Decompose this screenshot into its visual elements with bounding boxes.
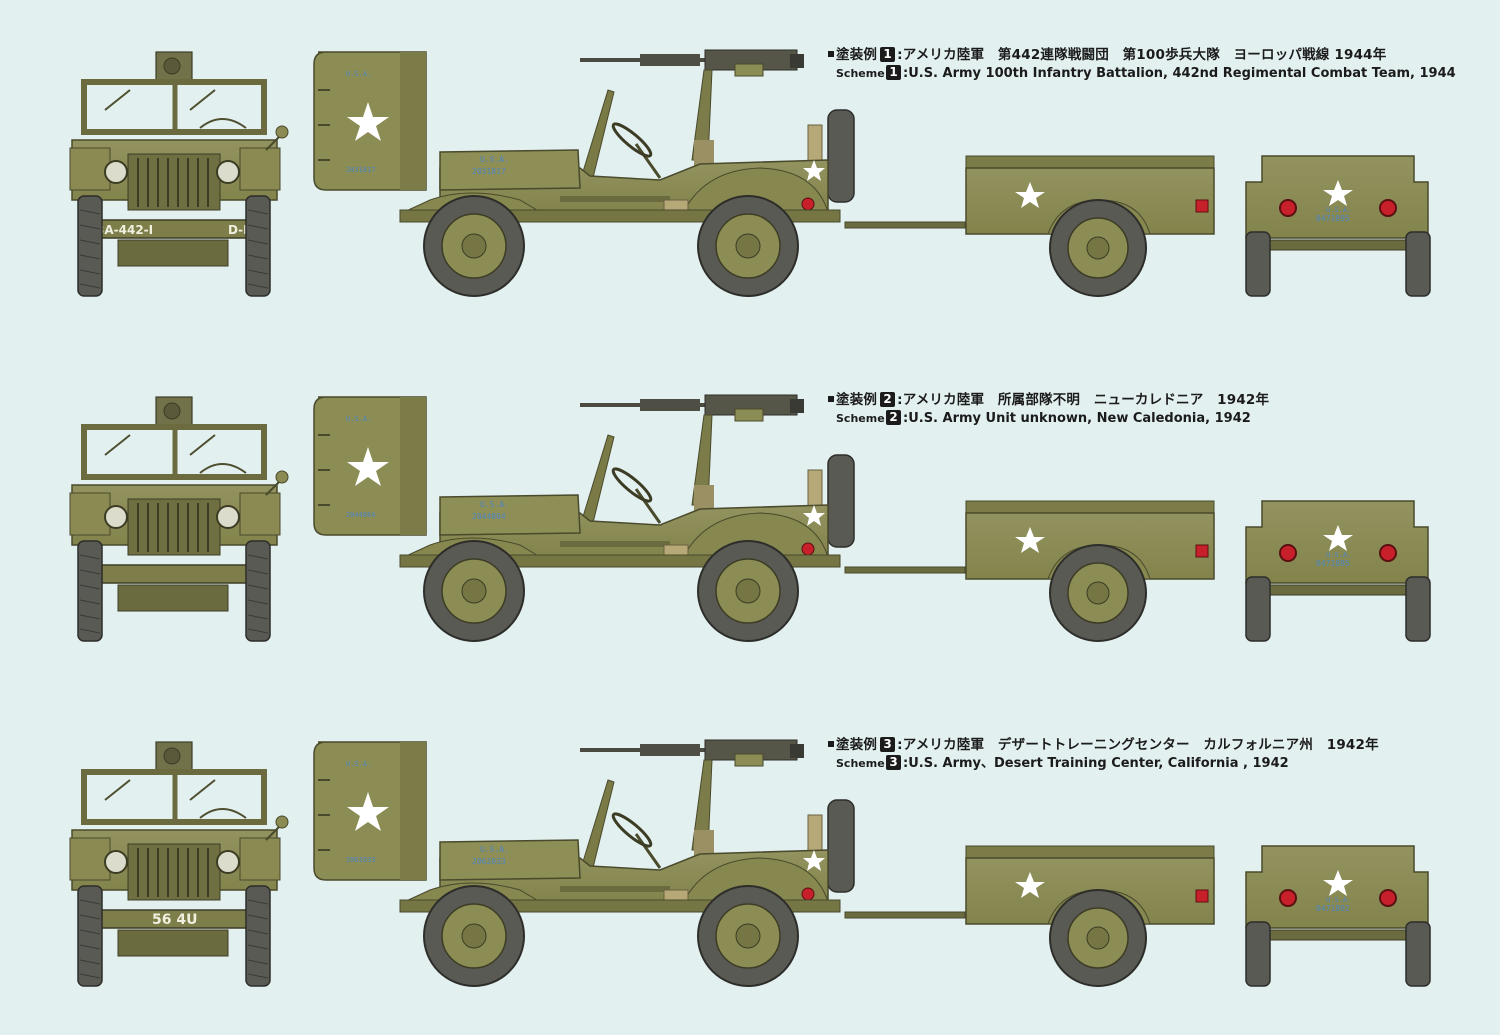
jeep-rear-wheel bbox=[697, 195, 799, 297]
hood-top-usa: U.S.A. bbox=[346, 70, 371, 78]
vehicle-drawing: 3A-442-I D-I bbox=[69, 49, 1431, 297]
scheme-number-badge: 1 bbox=[880, 47, 896, 62]
star-insignia-icon bbox=[803, 850, 825, 871]
jeep-front-view: 56 4U bbox=[69, 741, 289, 987]
vehicle-drawing: U.S.A. 2044864 bbox=[69, 394, 1431, 642]
m2-machine-gun-icon bbox=[580, 394, 804, 511]
hood-side-usa: U.S.A. bbox=[480, 845, 509, 854]
hood-side-usa: U.S.A. bbox=[480, 155, 509, 164]
trailer-rear-view: U.S.A. 0471892 bbox=[1245, 845, 1431, 987]
hood-side-serial: 2062033 bbox=[472, 857, 506, 866]
trailer-rear-usa: U.S.A. bbox=[1326, 206, 1351, 214]
star-insignia-icon bbox=[1015, 872, 1045, 898]
vehicle-drawing: 56 4U bbox=[69, 739, 1431, 987]
jeep-front-view bbox=[69, 396, 289, 642]
hood-side-serial: 2031817 bbox=[472, 167, 506, 176]
m2-machine-gun-icon bbox=[580, 739, 804, 856]
scheme-row-3: 56 4U bbox=[0, 690, 1500, 1035]
hood-side-usa: U.S.A. bbox=[480, 500, 509, 509]
jeep-hood-view: U.S.A. 2062033 bbox=[313, 741, 427, 881]
star-insignia-icon bbox=[1323, 180, 1353, 206]
jeep-side-view: U.S.A. 2062033 bbox=[399, 739, 966, 987]
jeep-hood-view: U.S.A. 2031817 bbox=[313, 51, 427, 191]
star-insignia-icon bbox=[803, 160, 825, 181]
scheme-number-badge: 1 bbox=[886, 65, 901, 80]
jeep-hood-view: U.S.A. 2044864 bbox=[313, 396, 427, 536]
hood-side-serial: 2044864 bbox=[472, 512, 506, 521]
scheme-row-2: U.S.A. 2044864 bbox=[0, 345, 1500, 690]
hood-top-serial: 2031817 bbox=[346, 166, 376, 174]
front-bumper-marking-right: D-I bbox=[228, 223, 248, 237]
trailer-rear-view: U.S.A. 0471895 bbox=[1245, 155, 1431, 297]
scheme-number-badge: 2 bbox=[880, 392, 896, 407]
jeep-side-view: U.S.A. 2044864 bbox=[399, 394, 966, 642]
scheme-number-badge: 3 bbox=[880, 737, 896, 752]
jeep-rear-wheel bbox=[697, 885, 799, 987]
trailer-side-view bbox=[965, 500, 1215, 642]
jeep-front-wheel bbox=[423, 540, 525, 642]
front-bumper-marking-left: 3A-442-I bbox=[96, 223, 153, 237]
trailer-rear-serial: 0471895 bbox=[1316, 559, 1350, 568]
front-bumper-marking-center: 56 4U bbox=[152, 912, 197, 928]
hood-top-serial: 2044864 bbox=[346, 511, 376, 519]
star-insignia-icon bbox=[1015, 527, 1045, 553]
star-insignia-icon bbox=[803, 505, 825, 526]
trailer-rear-usa: U.S.A. bbox=[1326, 896, 1351, 904]
jeep-rear-wheel bbox=[697, 540, 799, 642]
spare-tire-icon bbox=[827, 799, 855, 893]
star-insignia-icon bbox=[347, 102, 389, 141]
star-insignia-icon bbox=[1323, 525, 1353, 551]
m2-machine-gun-icon bbox=[580, 49, 804, 166]
trailer-rear-serial: 0471895 bbox=[1316, 214, 1350, 223]
scheme-number-badge: 2 bbox=[886, 410, 901, 425]
trailer-rear-view: U.S.A. 0471895 bbox=[1245, 500, 1431, 642]
scheme-row-1: 3A-442-I D-I bbox=[0, 0, 1500, 345]
spare-tire-icon bbox=[827, 454, 855, 548]
trailer-side-view bbox=[965, 155, 1215, 297]
star-insignia-icon bbox=[1015, 182, 1045, 208]
jeep-front-wheel bbox=[423, 195, 525, 297]
trailer-side-view bbox=[965, 845, 1215, 987]
star-insignia-icon bbox=[347, 792, 389, 831]
star-insignia-icon bbox=[1323, 870, 1353, 896]
spare-tire-icon bbox=[827, 109, 855, 203]
jeep-side-view: U.S.A. 2031817 bbox=[399, 49, 966, 297]
scheme-number-badge: 3 bbox=[886, 755, 901, 770]
hood-top-usa: U.S.A. bbox=[346, 415, 371, 423]
trailer-rear-serial: 0471892 bbox=[1316, 904, 1350, 913]
jeep-front-wheel bbox=[423, 885, 525, 987]
jeep-front-view: 3A-442-I D-I bbox=[69, 51, 289, 297]
trailer-rear-usa: U.S.A. bbox=[1326, 551, 1351, 559]
star-insignia-icon bbox=[347, 447, 389, 486]
hood-top-usa: U.S.A. bbox=[346, 760, 371, 768]
hood-top-serial: 2062033 bbox=[346, 856, 376, 864]
